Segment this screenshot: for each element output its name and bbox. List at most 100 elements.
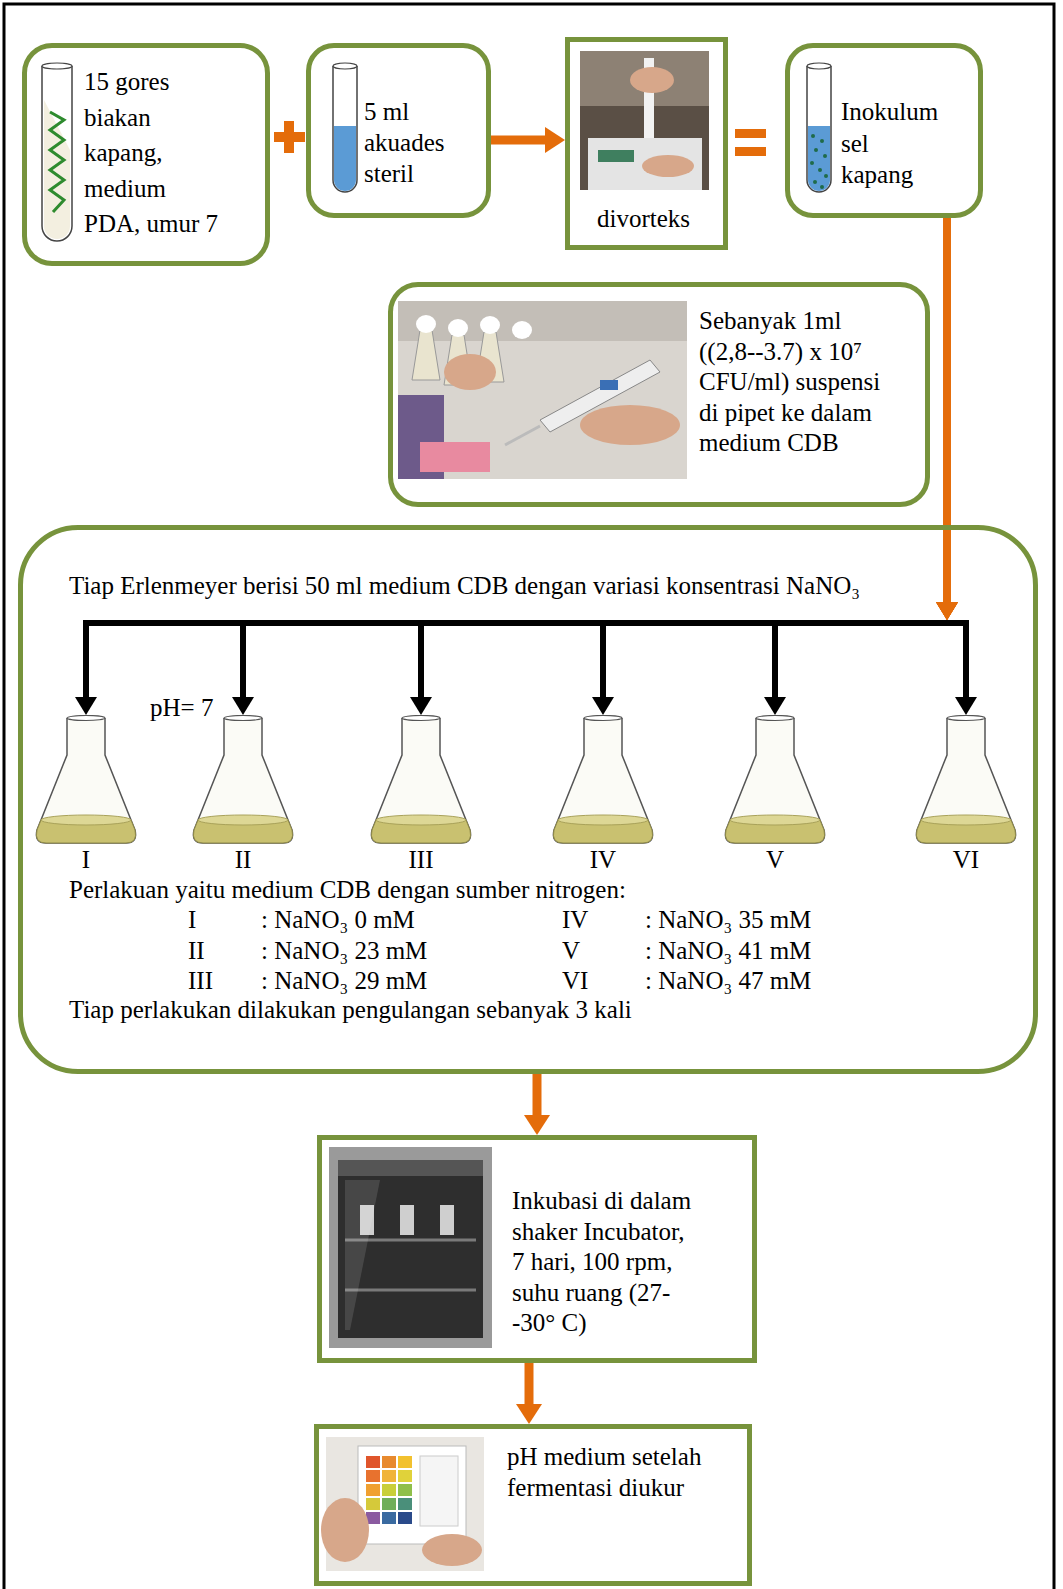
ph-strip-photo xyxy=(366,1470,380,1482)
treatment-panel: Tiap Erlenmeyer berisi 50 ml medium CDB … xyxy=(18,525,1038,1074)
ph-strip-photo xyxy=(382,1484,396,1496)
vortex-photo xyxy=(580,51,709,190)
treatment-value: : NaNO₃ 47 mM xyxy=(645,966,811,996)
arrowhead xyxy=(936,602,958,620)
equals-sign xyxy=(735,129,766,138)
erlenmeyer-flask: II xyxy=(191,715,295,875)
connector xyxy=(410,218,958,715)
flask-outline xyxy=(914,715,1018,845)
vortex-photo xyxy=(642,155,694,177)
connector xyxy=(232,218,958,715)
arrowhead xyxy=(936,602,958,620)
arrow-shaft xyxy=(525,1363,534,1406)
page-frame xyxy=(4,4,1054,1589)
panel-heading: Tiap Erlenmeyer berisi 50 ml medium CDB … xyxy=(69,571,860,601)
branch-line xyxy=(243,623,947,699)
water-tube xyxy=(334,126,356,191)
flask-label: VI xyxy=(914,846,1018,874)
pipetting-photo xyxy=(412,330,440,380)
erlenmeyer-flask: IV xyxy=(551,715,655,875)
erlenmeyer-flask: I xyxy=(34,715,138,875)
treatment-value: : NaNO₃ 0 mM xyxy=(261,905,415,935)
connector xyxy=(75,218,958,715)
node-text: 15 gores biakan kapang, medium PDA, umur… xyxy=(84,64,224,242)
culture-tube xyxy=(42,63,72,69)
arrow-shaft xyxy=(944,218,951,604)
incubator-photo xyxy=(329,1147,492,1348)
ph-strip-photo xyxy=(420,1456,458,1526)
vortex-photo xyxy=(598,150,634,162)
connector xyxy=(516,1363,542,1424)
flask-medium-surface xyxy=(41,815,131,825)
flask-medium-surface xyxy=(558,815,648,825)
inoculum-tube xyxy=(820,185,824,189)
arrowhead xyxy=(232,697,254,715)
branch-line xyxy=(947,623,966,699)
treatment-number: III xyxy=(188,966,213,996)
node-text: Tiap perlakukan dilakukan pengulangan se… xyxy=(69,995,632,1025)
arrow-shaft xyxy=(944,218,951,604)
flask-outline xyxy=(723,715,827,845)
arrowhead xyxy=(75,697,97,715)
ph-strip-photo xyxy=(398,1484,412,1496)
ph-strip-photo xyxy=(422,1534,482,1566)
plus-sign xyxy=(284,121,294,153)
pipetting-photo xyxy=(512,321,532,339)
flask-lip xyxy=(584,716,622,721)
treatment-value: : NaNO₃ 41 mM xyxy=(645,936,811,966)
flask-lip xyxy=(67,716,105,721)
inoculum-tube xyxy=(813,180,817,184)
inoculum-tube xyxy=(807,63,831,192)
treatment-value: : NaNO₃ 35 mM xyxy=(645,905,811,935)
arrow-shaft xyxy=(491,136,547,145)
inoculum-tube xyxy=(814,148,818,152)
incubator-photo xyxy=(329,1147,492,1348)
incubator-photo xyxy=(338,1160,483,1176)
flask-lip xyxy=(947,716,985,721)
flask-medium-surface xyxy=(730,815,820,825)
inoculum-tube xyxy=(824,174,828,178)
arrow-shaft xyxy=(944,218,951,604)
water-tube xyxy=(333,63,357,69)
arrow-shaft xyxy=(944,218,951,604)
flask-outline xyxy=(34,715,138,845)
arrowhead xyxy=(516,1404,542,1424)
culture-tube xyxy=(42,66,72,241)
treatment-value: : NaNO₃ 29 mM xyxy=(261,966,427,996)
culture-tube xyxy=(42,63,72,241)
culture-tube xyxy=(44,100,70,239)
inoculum-tube xyxy=(808,126,830,191)
culture-box: 15 gores biakan kapang, medium PDA, umur… xyxy=(22,43,270,266)
ph-strip-photo xyxy=(366,1456,380,1468)
vortex-photo xyxy=(580,51,709,190)
arrowhead xyxy=(545,127,565,153)
erlenmeyer-flask: VI xyxy=(914,715,1018,875)
ph-strip-photo xyxy=(398,1512,412,1524)
inoculum-tube xyxy=(820,139,824,143)
arrow-shaft xyxy=(944,218,951,604)
branch-line xyxy=(86,623,947,699)
node-text: divorteks xyxy=(570,204,717,234)
flask-label: V xyxy=(723,846,827,874)
ph-strip-photo xyxy=(358,1446,466,1544)
equals-sign xyxy=(735,147,766,156)
connector xyxy=(491,127,565,153)
ph-strip-photo xyxy=(398,1470,412,1482)
treatment-number: V xyxy=(562,936,580,966)
flask-glass xyxy=(193,718,292,843)
node-text: pH medium setelah fermentasi diukur xyxy=(507,1441,717,1503)
pipetting-photo xyxy=(398,301,687,479)
ph-strip-photo xyxy=(382,1470,396,1482)
inoculum-tube xyxy=(823,154,827,158)
culture-tube xyxy=(50,112,64,212)
arrowhead xyxy=(955,697,977,715)
node-text: Perlakuan yaitu medium CDB dengan sumber… xyxy=(69,875,626,905)
incubation-box: Inkubasi di dalam shaker Incubator, 7 ha… xyxy=(317,1135,757,1363)
pipetting-photo xyxy=(398,301,687,341)
erlenmeyer-flask: V xyxy=(723,715,827,875)
branch-line xyxy=(603,623,947,699)
pipetting-photo xyxy=(448,319,468,337)
inoculum-tube xyxy=(810,161,814,165)
page-frame xyxy=(4,4,1054,1589)
